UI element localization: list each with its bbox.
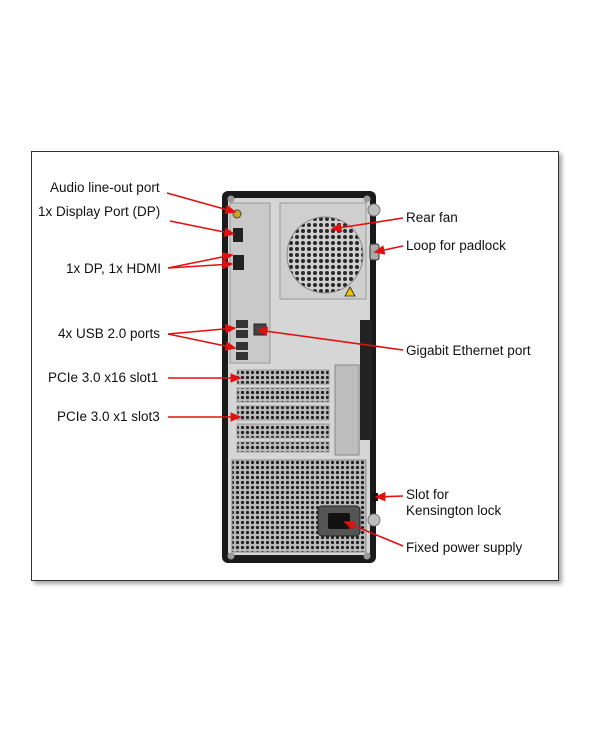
pcie-slots xyxy=(236,320,372,456)
label-pcie-x16: PCIe 3.0 x16 slot1 xyxy=(48,370,159,385)
power-supply xyxy=(231,459,378,553)
label-ethernet: Gigabit Ethernet port xyxy=(406,343,531,358)
label-pcie-x1: PCIe 3.0 x1 slot3 xyxy=(57,409,160,424)
label-kensington-1: Slot for xyxy=(406,487,449,502)
label-dp-hdmi: 1x DP, 1x HDMI xyxy=(66,261,162,276)
label-rear-fan: Rear fan xyxy=(406,210,458,225)
label-audio-line-out: Audio line-out port xyxy=(50,180,160,195)
label-display-port: 1x Display Port (DP) xyxy=(38,204,161,219)
label-kensington-2: Kensington lock xyxy=(406,503,502,518)
rear-fan xyxy=(279,202,367,300)
callout-arrows xyxy=(166,192,404,547)
label-power-supply: Fixed power supply xyxy=(406,540,523,555)
io-panel xyxy=(229,202,271,364)
label-usb-ports: 4x USB 2.0 ports xyxy=(58,326,161,341)
label-padlock-loop: Loop for padlock xyxy=(406,238,506,253)
